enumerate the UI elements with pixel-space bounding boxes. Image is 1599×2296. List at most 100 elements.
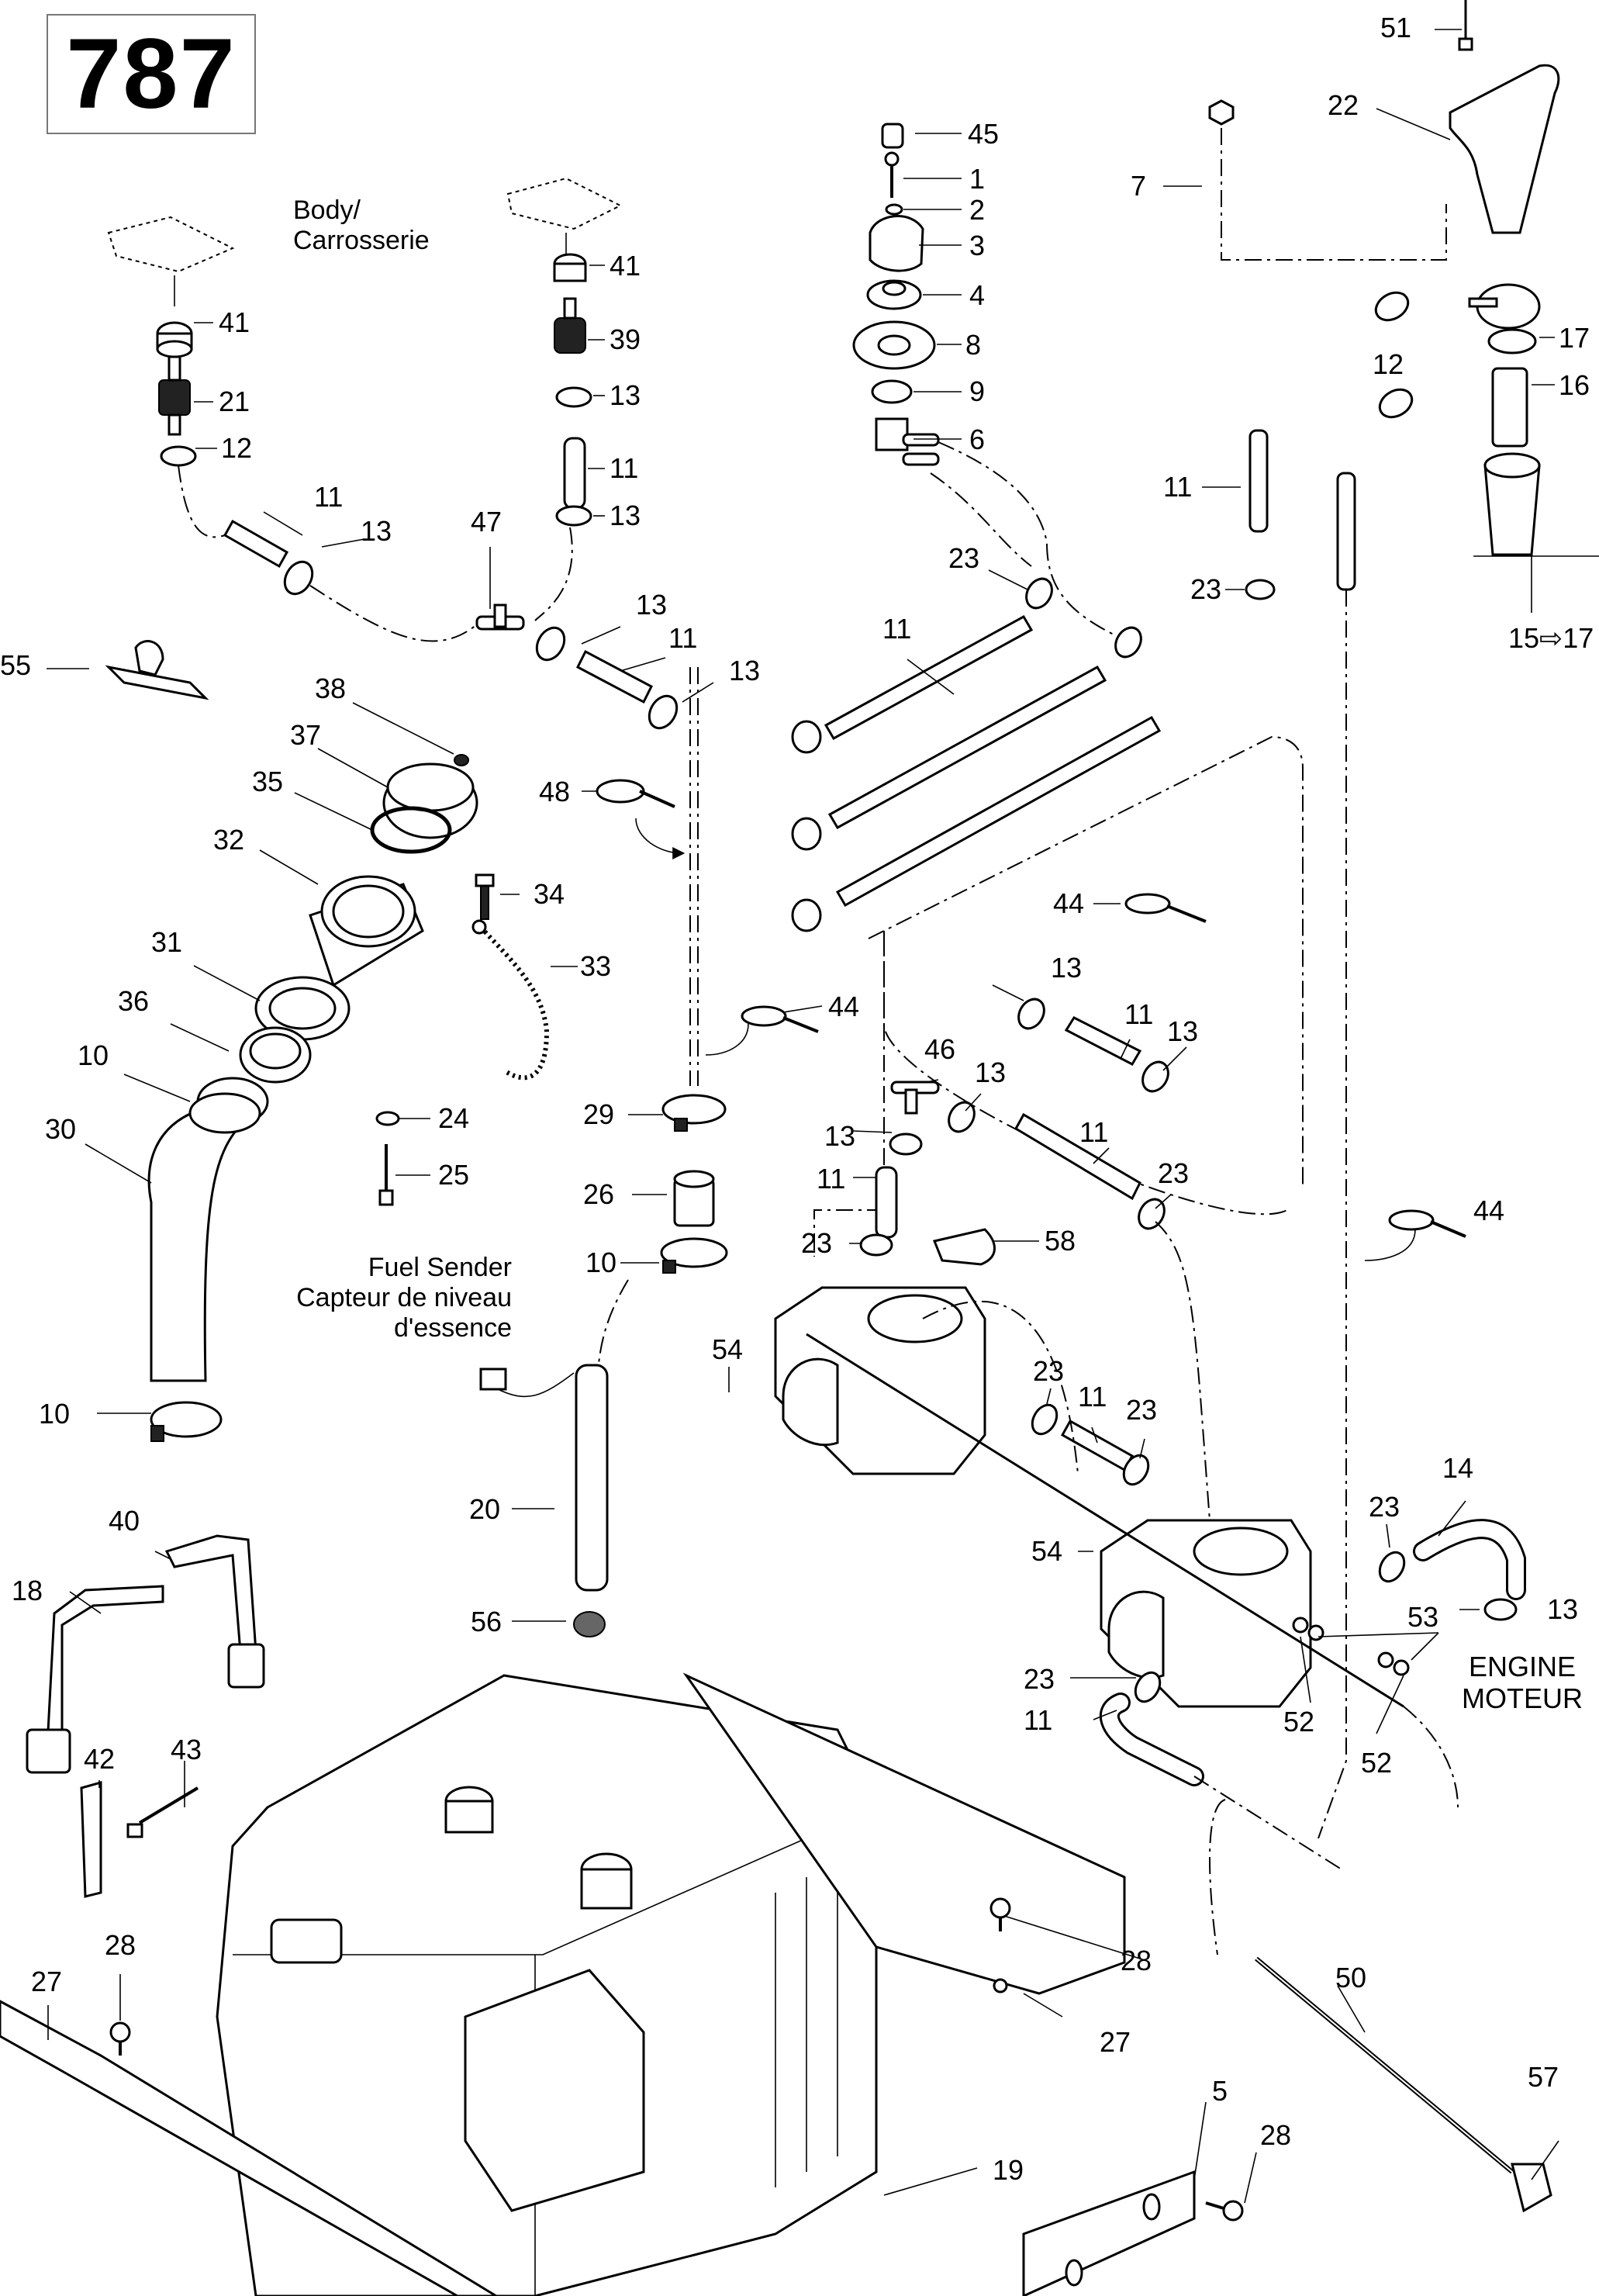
leader-lines [47,29,1559,2204]
callout-54-b: 54 [1031,1535,1063,1567]
callout-13-i: 13 [824,1120,856,1152]
callout-17: 17 [1559,322,1590,354]
clamp-23h [1134,1671,1162,1703]
rod-50 [1255,1956,1514,2174]
callout-5: 5 [1212,2075,1228,2107]
fuel-sender-note: Fuel Sender Capteur de niveau d'essence [296,1253,512,1343]
callout-24: 24 [438,1102,470,1134]
body-note: Body/ Carrosserie [293,195,430,256]
callout-10-b: 10 [39,1398,71,1430]
callout-23-g: 23 [1369,1491,1400,1523]
gasket-56 [573,1611,606,1637]
plate-8 [852,320,936,370]
callout-23-b: 23 [1190,573,1222,605]
clamp-13c [283,560,314,596]
body-panel-left [107,216,235,306]
fuel-cap-37 [382,762,478,839]
clamp-23g [1378,1551,1406,1583]
o-ring-17 [1487,328,1537,354]
fuel-filter-21 [158,355,191,436]
callout-11-d: 11 [668,622,698,654]
callout-4: 4 [969,279,986,311]
callout-13-d: 13 [636,589,668,621]
callout-23-e: 23 [1033,1355,1065,1387]
filler-neck-32 [309,875,424,987]
callout-28-right: 28 [1121,1945,1152,1976]
callout-32: 32 [213,824,245,856]
callout-11-f: 11 [1124,998,1154,1030]
clamp-23e [1031,1403,1059,1436]
filter-head [1468,283,1541,330]
callout-14: 14 [1442,1452,1474,1484]
hose-11b [563,437,586,510]
bracket-22 [1449,64,1560,234]
engine-note: ENGINE MOTEUR [1462,1651,1583,1715]
callout-44-b: 44 [828,991,860,1022]
callout-27-left: 27 [31,1966,63,1997]
tie-wrap-44b [741,1005,819,1033]
tie-wrap-44c [1388,1209,1466,1238]
callout-11-j: 11 [1024,1704,1053,1736]
nut-36 [239,1026,312,1084]
callout-13-a: 13 [610,379,641,411]
callout-42: 42 [84,1743,116,1775]
tee-fitting-47 [475,603,525,631]
clamp-13b [555,505,592,527]
clamp-13g [1141,1060,1169,1093]
range-reference-label: 15⇨17 [1508,622,1594,654]
callout-11-e: 11 [882,613,912,645]
hose-11c [223,519,289,569]
callout-9: 9 [969,375,986,407]
rivet-51 [1458,0,1473,51]
callout-10-c: 10 [585,1247,617,1278]
hose-11f [1064,1016,1142,1066]
callout-7: 7 [1131,170,1147,202]
callout-19: 19 [993,2154,1024,2186]
clamp-23b-top [1114,626,1142,659]
hose-11e-3 [835,715,1162,908]
callout-45: 45 [968,118,1000,150]
callout-20: 20 [469,1493,501,1525]
knob-3 [869,215,924,272]
grommet-41-left [156,321,193,358]
strap-40 [164,1534,265,1689]
callout-38: 38 [315,673,347,704]
callout-2: 2 [969,194,986,226]
hose-11i [1060,1419,1134,1472]
callout-11-i: 11 [1078,1381,1107,1413]
callout-58: 58 [1045,1225,1076,1257]
clip-55 [105,640,209,700]
callout-11-b: 11 [610,452,639,484]
callout-56: 56 [471,1606,502,1637]
clip-58 [932,1228,996,1266]
callout-12-right: 12 [1373,348,1404,380]
clamp-23-right [1245,579,1276,600]
clamps-13-column [791,720,822,932]
callout-27-right: 27 [1100,2026,1131,2058]
callout-51: 51 [1380,12,1412,43]
callout-1: 1 [969,163,986,195]
screw-cap-45 [881,123,904,149]
callout-41-left: 41 [219,306,250,338]
support-27-left [0,2000,499,2296]
callout-52-b: 52 [1361,1747,1393,1779]
grommet-41-right [553,253,587,282]
callout-13-c: 13 [361,515,392,547]
callout-28-bottom: 28 [1260,2119,1292,2151]
washer-24 [375,1111,400,1126]
buckle-42 [80,1781,102,1898]
callout-13-b: 13 [610,500,641,531]
callout-44-a: 44 [1053,887,1085,919]
filter-element-16 [1491,367,1528,448]
strap-18 [26,1585,164,1774]
callout-55: 55 [0,649,32,681]
callout-12-left: 12 [221,432,253,464]
hose-14 [1413,1519,1526,1600]
callout-46: 46 [924,1033,956,1065]
rivet-43 [126,1786,199,1838]
diagram-number: 787 [47,14,256,134]
callout-13-f: 13 [1051,952,1083,984]
hose-11g [875,1166,898,1239]
clamp-13a [555,386,592,408]
